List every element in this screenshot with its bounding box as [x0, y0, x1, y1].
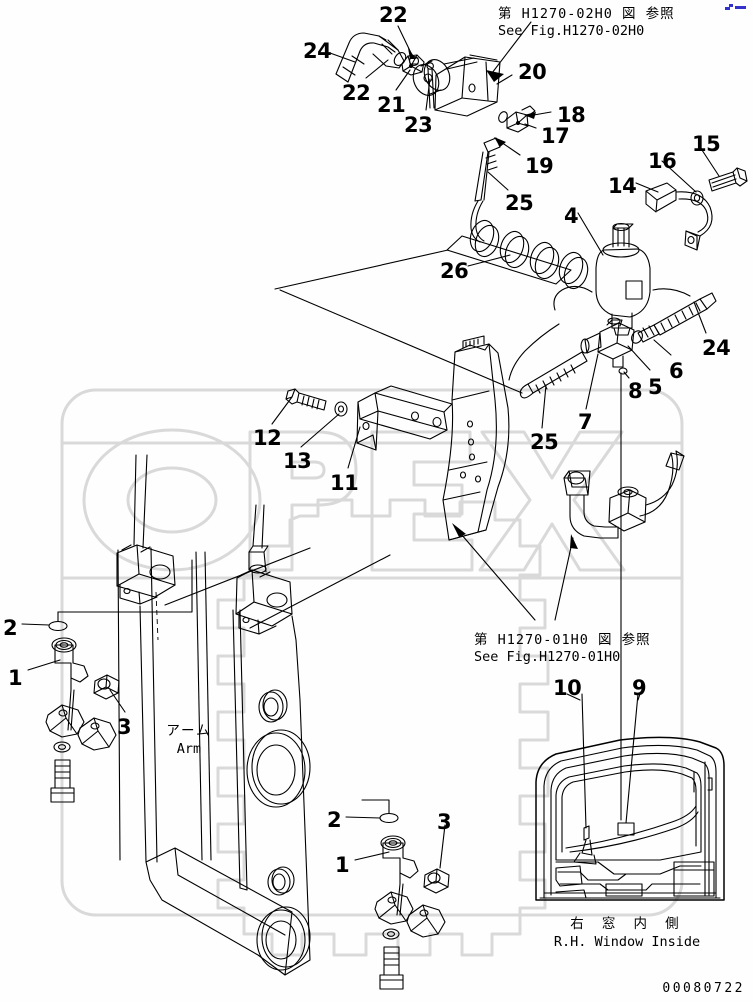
- valve-block: [580, 317, 635, 368]
- callout-3: 3: [437, 810, 452, 834]
- arm-label-jp: アーム: [166, 723, 212, 739]
- callout-7: 7: [578, 410, 593, 434]
- lower-elbow-assembly: [361, 799, 450, 990]
- callout-4: 4: [564, 204, 579, 228]
- left-elbow-assembly: [45, 559, 193, 803]
- ref-h1270-01h0-jp: 第 H1270-01H0 図 参照: [474, 632, 651, 648]
- callout-6: 6: [669, 359, 684, 383]
- callout-1: 1: [8, 666, 23, 690]
- drawing-number: 00080722: [662, 981, 745, 996]
- callout-22: 22: [342, 81, 371, 105]
- callout-12: 12: [253, 426, 282, 450]
- callout-8: 8: [628, 379, 643, 403]
- callout-10: 10: [553, 676, 582, 700]
- leader-lines: [21, 21, 720, 869]
- arm-label-en: Arm: [176, 740, 202, 757]
- cab-drawing: [535, 693, 725, 901]
- cab-caption-en: R.H. Window Inside: [553, 933, 701, 950]
- callout-19: 19: [525, 154, 554, 178]
- callout-11: 11: [330, 471, 359, 495]
- callout-23: 23: [404, 113, 433, 137]
- callout-2: 2: [327, 808, 342, 832]
- callout-13: 13: [283, 449, 312, 473]
- callout-14: 14: [608, 174, 637, 198]
- callout-18: 18: [557, 103, 586, 127]
- callout-5: 5: [648, 375, 663, 399]
- callout-22: 22: [379, 3, 408, 27]
- corner-mark-icon: [725, 4, 746, 10]
- top-assembly: [274, 32, 748, 821]
- boom-bracket: [442, 335, 510, 541]
- callout-24: 24: [303, 39, 332, 63]
- callout-21: 21: [377, 93, 406, 117]
- ref-h1270-01h0-en: See Fig.H1270-01H0: [474, 648, 621, 665]
- callout-1: 1: [335, 853, 350, 877]
- callout-26: 26: [440, 259, 469, 283]
- excavator-arm: [116, 454, 391, 976]
- callout-3: 3: [117, 715, 132, 739]
- callout-20: 20: [518, 60, 547, 84]
- callout-9: 9: [632, 676, 647, 700]
- callout-16: 16: [648, 149, 677, 173]
- callout-2: 2: [3, 616, 18, 640]
- callout-17: 17: [541, 124, 570, 148]
- bracket-11: [356, 385, 453, 451]
- ref-h1270-02h0-jp: 第 H1270-02H0 図 参照: [498, 6, 675, 22]
- mid-assembly: [285, 335, 685, 621]
- watermark-opex: [60, 388, 684, 957]
- callout-25: 25: [530, 430, 559, 454]
- accumulator: [595, 222, 651, 336]
- callout-15: 15: [692, 132, 721, 156]
- callout-25: 25: [505, 191, 534, 215]
- callout-24: 24: [702, 336, 731, 360]
- ref-h1270-02h0-en: See Fig.H1270-02H0: [498, 22, 645, 39]
- cab-caption-jp: 右 窓 内 側: [570, 916, 684, 932]
- lower-hose-elbow: [563, 450, 685, 539]
